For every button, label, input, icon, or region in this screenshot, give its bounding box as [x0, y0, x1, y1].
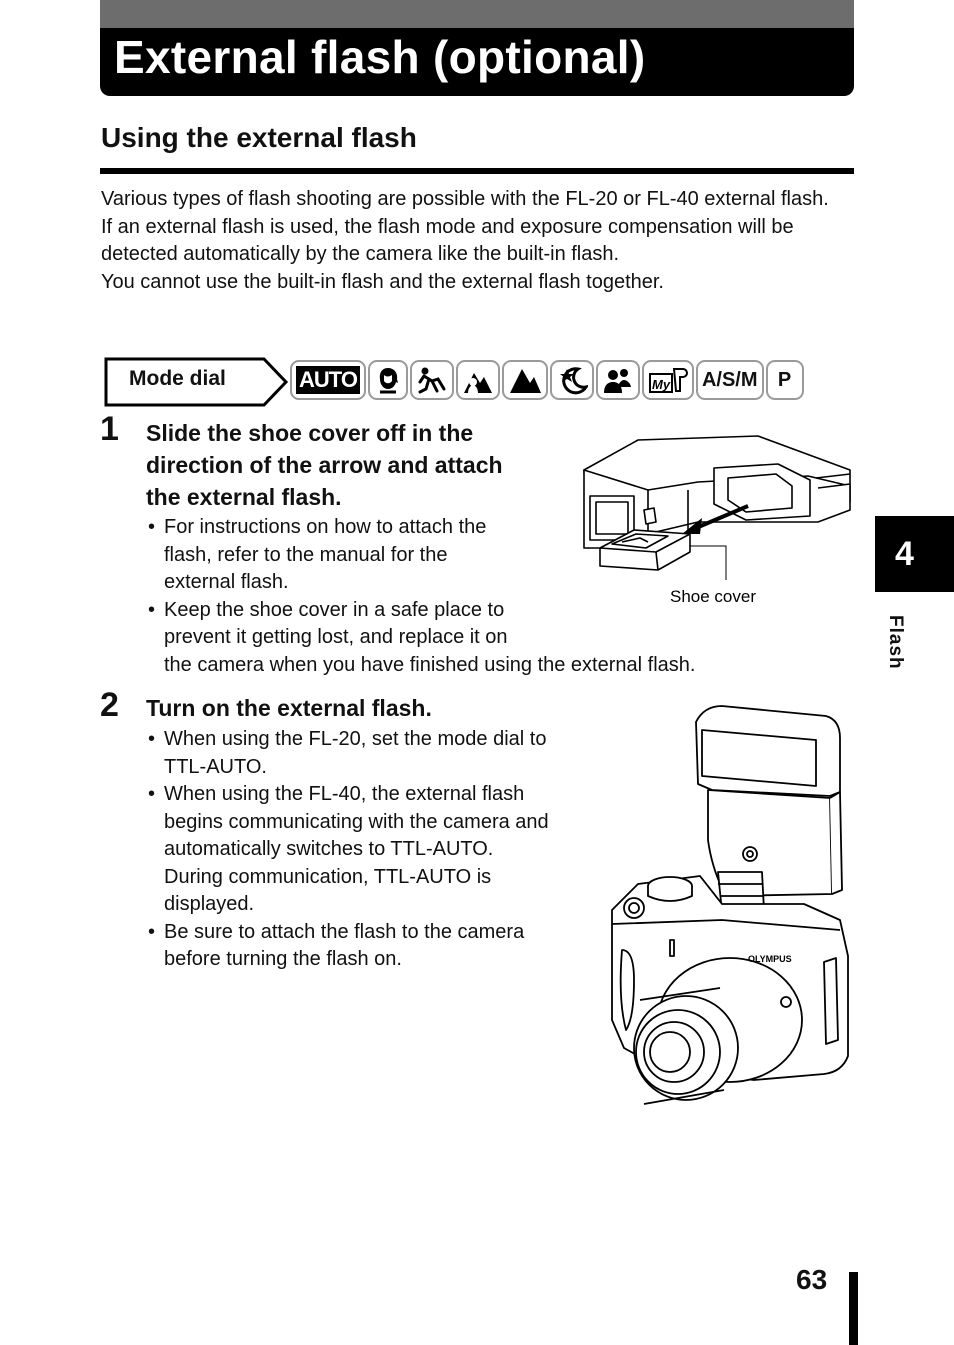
intro-text: Various types of flash shooting are poss…	[101, 186, 856, 296]
mode-dial-icons: AUTO My A/S/M P	[290, 360, 806, 400]
bullet-line: external flash.	[164, 571, 289, 593]
svg-text:My: My	[652, 377, 671, 392]
bullet-item: Be sure to attach the flash to the camer…	[146, 919, 596, 974]
step-1-number: 1	[100, 410, 119, 448]
step-2-number: 2	[100, 686, 119, 724]
camera-flash-drawing: OLYMPUS	[611, 705, 849, 1105]
bullet-item: When using the FL-20, set the mode dial …	[146, 726, 596, 781]
bullet-item: When using the FL-40, the external flash…	[146, 781, 596, 919]
step-2-heading: Turn on the external flash.	[146, 692, 432, 724]
intro-paragraph: You cannot use the built-in flash and th…	[101, 270, 664, 293]
mode-dial-arrow-shape	[104, 357, 289, 407]
page-number-bar	[849, 1272, 858, 1345]
mode-dial-label-box: Mode dial	[102, 357, 290, 412]
bullet-line: For instructions on how to attach the	[164, 516, 487, 538]
self-portrait-mode-icon	[595, 360, 640, 400]
landscape-mode-icon	[501, 360, 548, 400]
bullet-item: Keep the shoe cover in a safe place to p…	[146, 597, 786, 680]
bullet-line: prevent it getting lost, and replace it …	[164, 626, 508, 648]
bullet-line: flash, refer to the manual for the	[164, 543, 448, 566]
auto-mode-icon: AUTO	[290, 360, 366, 400]
portrait-mode-icon	[367, 360, 408, 400]
chapter-label: Flash	[885, 615, 906, 670]
mode-dial-row: Mode dial AUTO My A/S/M P	[102, 357, 804, 407]
step-2-bullets: When using the FL-20, set the mode dial …	[146, 726, 596, 974]
bullet-line: displayed.	[164, 893, 255, 915]
section-divider	[100, 168, 854, 174]
bullet-line: before turning the flash on.	[164, 948, 402, 970]
intro-paragraph: Various types of flash shooting are poss…	[101, 188, 829, 210]
chapter-tab: 4	[875, 516, 954, 592]
shoe-cover-illustration: Shoe cover	[578, 430, 852, 610]
my-mode-icon: My	[641, 360, 694, 400]
step-2-heading-line: Turn on the external flash.	[146, 695, 432, 721]
bullet-line: Keep the shoe cover in a safe place to	[164, 598, 505, 621]
section-title: Using the external flash	[101, 122, 417, 153]
bullet-line: automatically switches to TTL-AUTO.	[164, 838, 494, 860]
title-stripe	[100, 0, 854, 28]
bullet-line: When using the FL-20, set the mode dial …	[164, 728, 547, 750]
bullet-line: the camera when you have finished using …	[164, 653, 696, 676]
bullet-line: Be sure to attach the flash to the camer…	[164, 920, 525, 943]
sports-mode-icon	[409, 360, 454, 400]
page-number: 63	[796, 1264, 828, 1295]
bullet-line: When using the FL-40, the external flash	[164, 783, 525, 805]
mode-dial-label: Mode dial	[129, 367, 226, 390]
camera-with-flash-illustration: OLYMPUS	[604, 700, 854, 1112]
title-banner: External flash (optional)	[100, 0, 854, 96]
bullet-line: begins communicating with the camera and	[164, 810, 549, 833]
page-title: External flash (optional)	[114, 31, 646, 83]
camera-brand-logo: OLYMPUS	[748, 954, 792, 964]
step-1-heading-line: Slide the shoe cover off in the	[146, 420, 474, 446]
bullet-line: TTL-AUTO.	[164, 755, 267, 778]
program-mode-icon: P	[765, 360, 804, 400]
hot-shoe-drawing: Shoe cover	[583, 435, 851, 606]
bullet-item: For instructions on how to attach the fl…	[146, 514, 786, 597]
step-1-heading-line: the external flash.	[146, 484, 342, 510]
asm-mode-icon: A/S/M	[695, 360, 764, 400]
intro-paragraph: If an external flash is used, the flash …	[101, 215, 794, 266]
step-1-bullets: For instructions on how to attach the fl…	[146, 514, 786, 679]
night-scene-mode-icon	[549, 360, 594, 400]
step-1-heading-line: direction of the arrow and attach	[146, 452, 503, 478]
bullet-line: During communication, TTL-AUTO is	[164, 865, 492, 888]
shoe-cover-label: Shoe cover	[670, 587, 756, 606]
landscape-portrait-mode-icon	[455, 360, 500, 400]
step-1-heading: Slide the shoe cover off in the directio…	[146, 417, 503, 513]
